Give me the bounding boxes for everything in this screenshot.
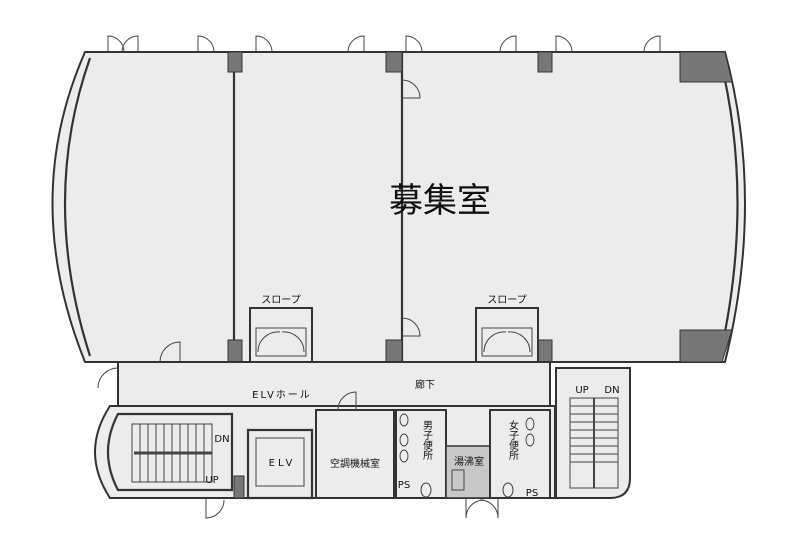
stair-left [106, 412, 234, 492]
stair-right-up-label: UP [575, 385, 588, 396]
column [227, 51, 243, 73]
slope-right [475, 307, 539, 363]
ps-right-label: PS [526, 488, 538, 499]
stair-left-dn-label: DN [214, 434, 229, 445]
column [227, 339, 243, 363]
corridor-label: 廊下 [415, 378, 435, 391]
door-swing [337, 391, 357, 411]
door-swings-bottom [205, 498, 499, 519]
door-swings-top [97, 35, 661, 389]
slope-left [249, 307, 313, 363]
column [233, 475, 245, 499]
mens-toilet-label: 男子便所 [421, 420, 433, 461]
womens-toilet-label: 女子便所 [507, 419, 519, 461]
column [537, 339, 553, 363]
elevator-label: ELV [269, 458, 296, 469]
left-window-wall [63, 57, 92, 357]
kitchenette-area [445, 445, 491, 499]
mens-toilet-area [395, 409, 447, 499]
corridor-area [117, 361, 551, 407]
column [537, 51, 553, 73]
elv-hall-label: ELVホール [252, 389, 312, 401]
ps-left-label: PS [398, 480, 410, 491]
right-window-wall [718, 57, 739, 357]
column [385, 51, 403, 73]
kitchenette-label: 湯沸室 [454, 455, 484, 468]
column [679, 51, 733, 83]
elevator-shaft [246, 428, 314, 500]
stair-right-dn-label: DN [604, 385, 619, 396]
column [679, 329, 733, 363]
slope-left-label: スロープ [261, 294, 300, 306]
fixtures [399, 413, 535, 498]
sink [451, 469, 465, 491]
stair-right [555, 367, 631, 499]
hvac-room-label: 空調機械室 [330, 457, 380, 470]
stair-left-up-label: UP [205, 475, 218, 486]
hvac-room-area [315, 409, 395, 499]
vacant-room-label: 募集室 [389, 181, 491, 221]
womens-toilet-area [489, 409, 551, 499]
column [385, 339, 403, 363]
slope-right-label: スロープ [487, 294, 526, 306]
